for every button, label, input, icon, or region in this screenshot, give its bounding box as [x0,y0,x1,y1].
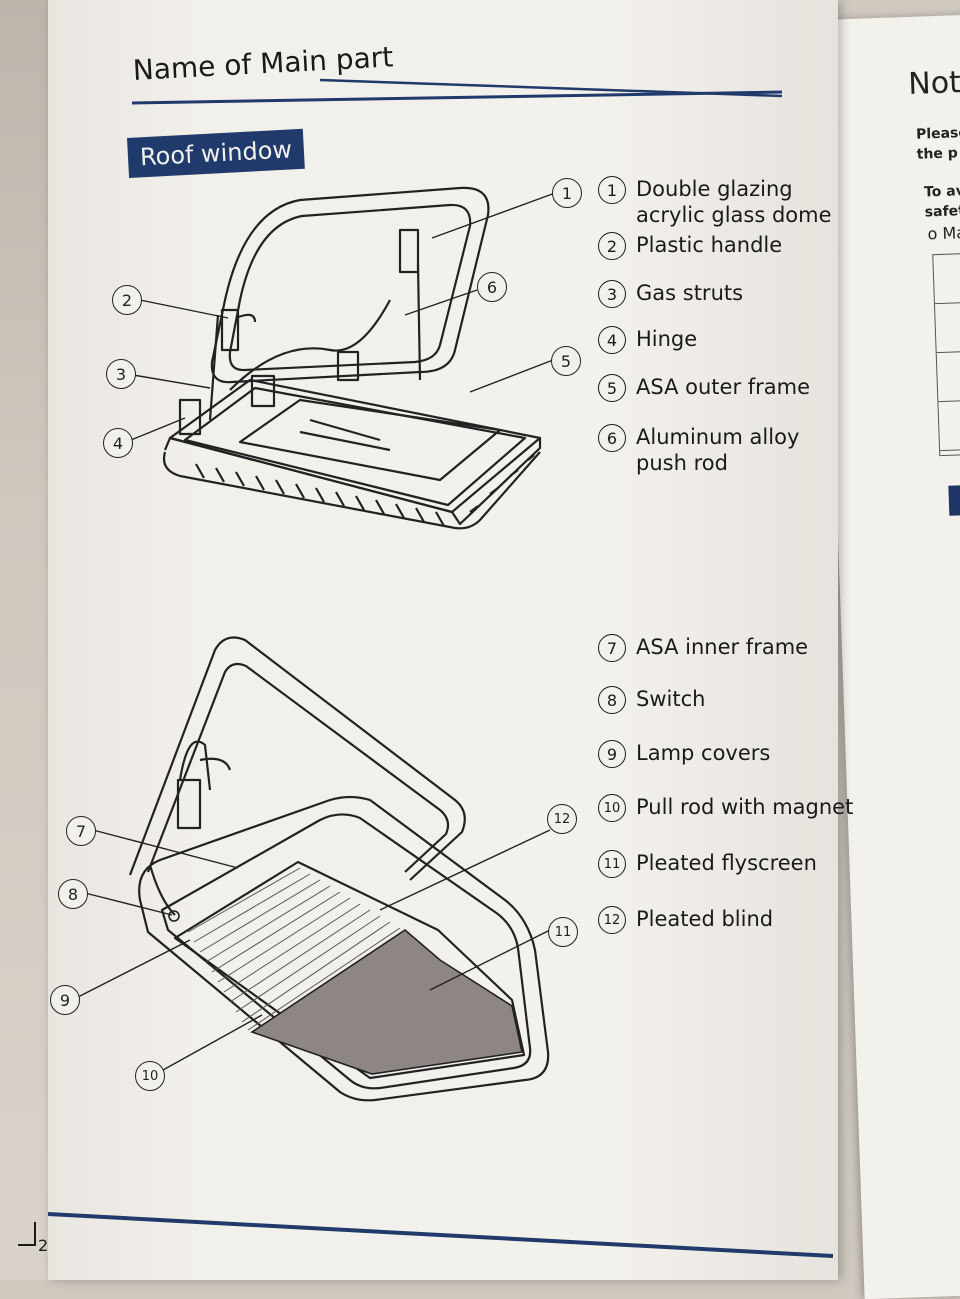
callout-10: 10 [135,1061,165,1091]
callout-4: 4 [103,428,133,458]
callout-3: 3 [106,359,136,389]
callout-12: 12 [547,804,577,834]
page-corner-mark [18,1222,36,1246]
callout-9: 9 [50,985,80,1015]
page-number: 2 [38,1236,49,1255]
callout-5: 5 [551,346,581,376]
open-window-drawing [162,186,542,530]
callout-2: 2 [112,285,142,315]
pleated-blind [187,867,401,1031]
closed-window-drawing [128,636,550,1102]
title-underline [131,78,783,105]
callout-11: 11 [548,917,578,947]
callout-6: 6 [477,272,507,302]
footer-rule [48,1212,834,1258]
callout-7: 7 [66,816,96,846]
callout-1: 1 [552,178,582,208]
callout-8: 8 [58,879,88,909]
pleated-flyscreen [250,928,523,1075]
